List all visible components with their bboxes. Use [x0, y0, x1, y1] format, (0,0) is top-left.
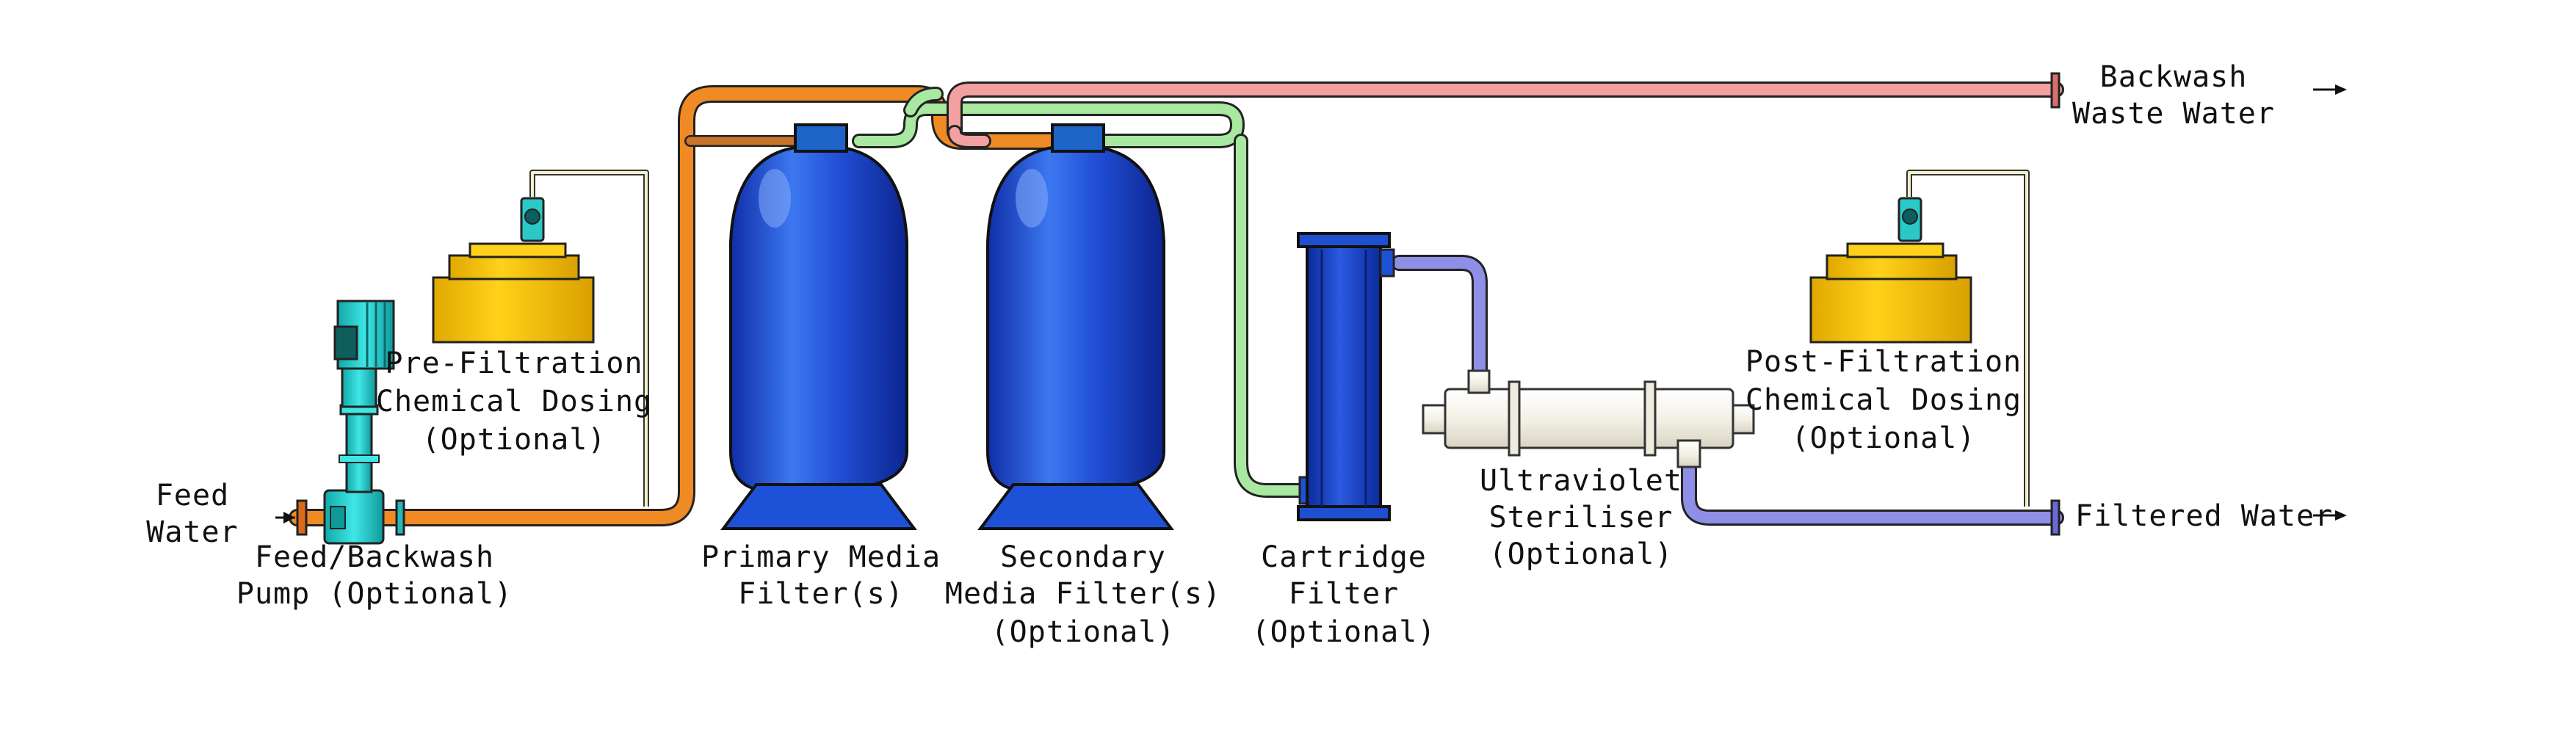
- secondary-filter-label-3: (Optional): [991, 615, 1176, 649]
- secondary-filter-label-1: Secondary: [1000, 540, 1166, 574]
- filtered-water-label: Filtered Water: [2075, 499, 2333, 533]
- cartridge-filter: [1297, 232, 1395, 521]
- feed-backwash-pump: [323, 300, 405, 545]
- secondary-media-filter: [977, 123, 1174, 530]
- pre-dosing-unit: [432, 197, 595, 344]
- backwash-label-1: Backwash: [2100, 60, 2248, 94]
- post-dosing-label-2: Chemical Dosing: [1745, 383, 2022, 417]
- backwash-waste-pipe: [947, 81, 2064, 148]
- pre-dosing-label-3: (Optional): [422, 423, 607, 457]
- uv-label-3: (Optional): [1489, 537, 1674, 571]
- feed-pipe: [289, 85, 1066, 526]
- primary-media-filter: [720, 123, 917, 530]
- treated-pipe: [1391, 255, 2064, 526]
- primary-filter-label-1: Primary Media: [701, 540, 941, 574]
- feed-inlet: [275, 499, 308, 536]
- primary-filter-label-2: Filter(s): [738, 577, 904, 611]
- pump-label-1: Feed/Backwash: [255, 540, 494, 574]
- post-dosing-unit: [1809, 197, 1972, 344]
- uv-label-1: Ultraviolet: [1480, 464, 1682, 498]
- uv-steriliser: [1422, 369, 1755, 468]
- cartridge-filter-label-2: Filter: [1289, 577, 1400, 611]
- uv-label-2: Steriliser: [1489, 501, 1674, 534]
- backwash-label-2: Waste Water: [2072, 97, 2275, 131]
- filtered-arrow-icon: [2313, 510, 2347, 521]
- feed-water-label-1: Feed: [156, 479, 229, 512]
- pre-dosing-label-1: Pre-Filtration: [385, 347, 643, 380]
- pre-dosing-label-2: Chemical Dosing: [376, 385, 652, 418]
- post-dosing-label-1: Post-Filtration: [1745, 345, 2022, 379]
- dosing-lines: [529, 170, 2030, 507]
- filtered-pipe: [852, 87, 1307, 498]
- cartridge-filter-label-3: (Optional): [1252, 615, 1436, 649]
- feed-water-label-2: Water: [146, 515, 238, 549]
- filtered-outlet-flange: [2050, 499, 2061, 536]
- cartridge-filter-label-1: Cartridge: [1261, 540, 1427, 574]
- backwash-arrow-icon: [2313, 84, 2347, 95]
- post-dosing-label-3: (Optional): [1792, 421, 1976, 455]
- pump-label-2: Pump (Optional): [236, 577, 513, 611]
- secondary-filter-label-2: Media Filter(s): [945, 577, 1221, 611]
- backwash-outlet-flange: [2050, 72, 2061, 109]
